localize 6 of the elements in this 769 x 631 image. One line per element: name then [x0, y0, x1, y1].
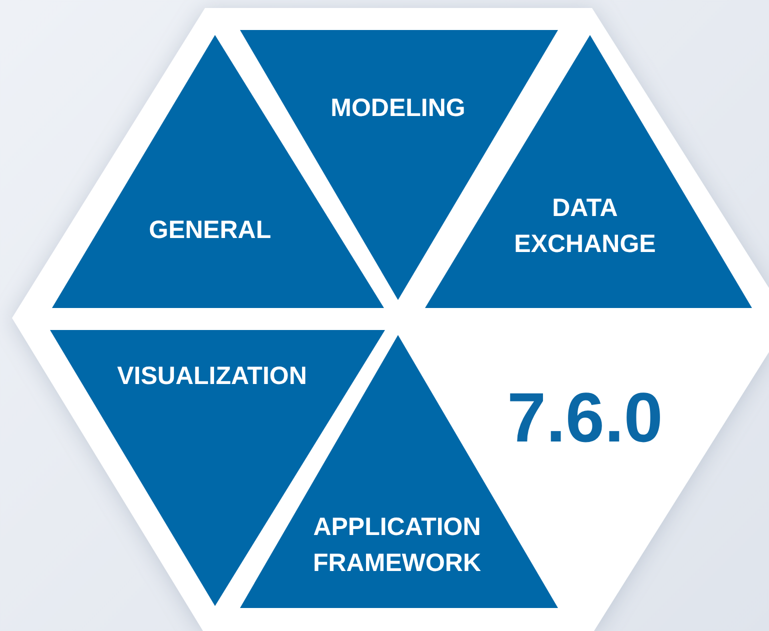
- category-label: APPLICATION FRAMEWORK: [312, 512, 482, 579]
- version-number: 7.6.0: [507, 380, 663, 456]
- category-label: VISUALIZATION: [117, 360, 307, 392]
- category-label: GENERAL: [148, 214, 272, 246]
- category-label: DATA EXCHANGE: [513, 192, 657, 260]
- category-label: MODELING: [330, 92, 466, 124]
